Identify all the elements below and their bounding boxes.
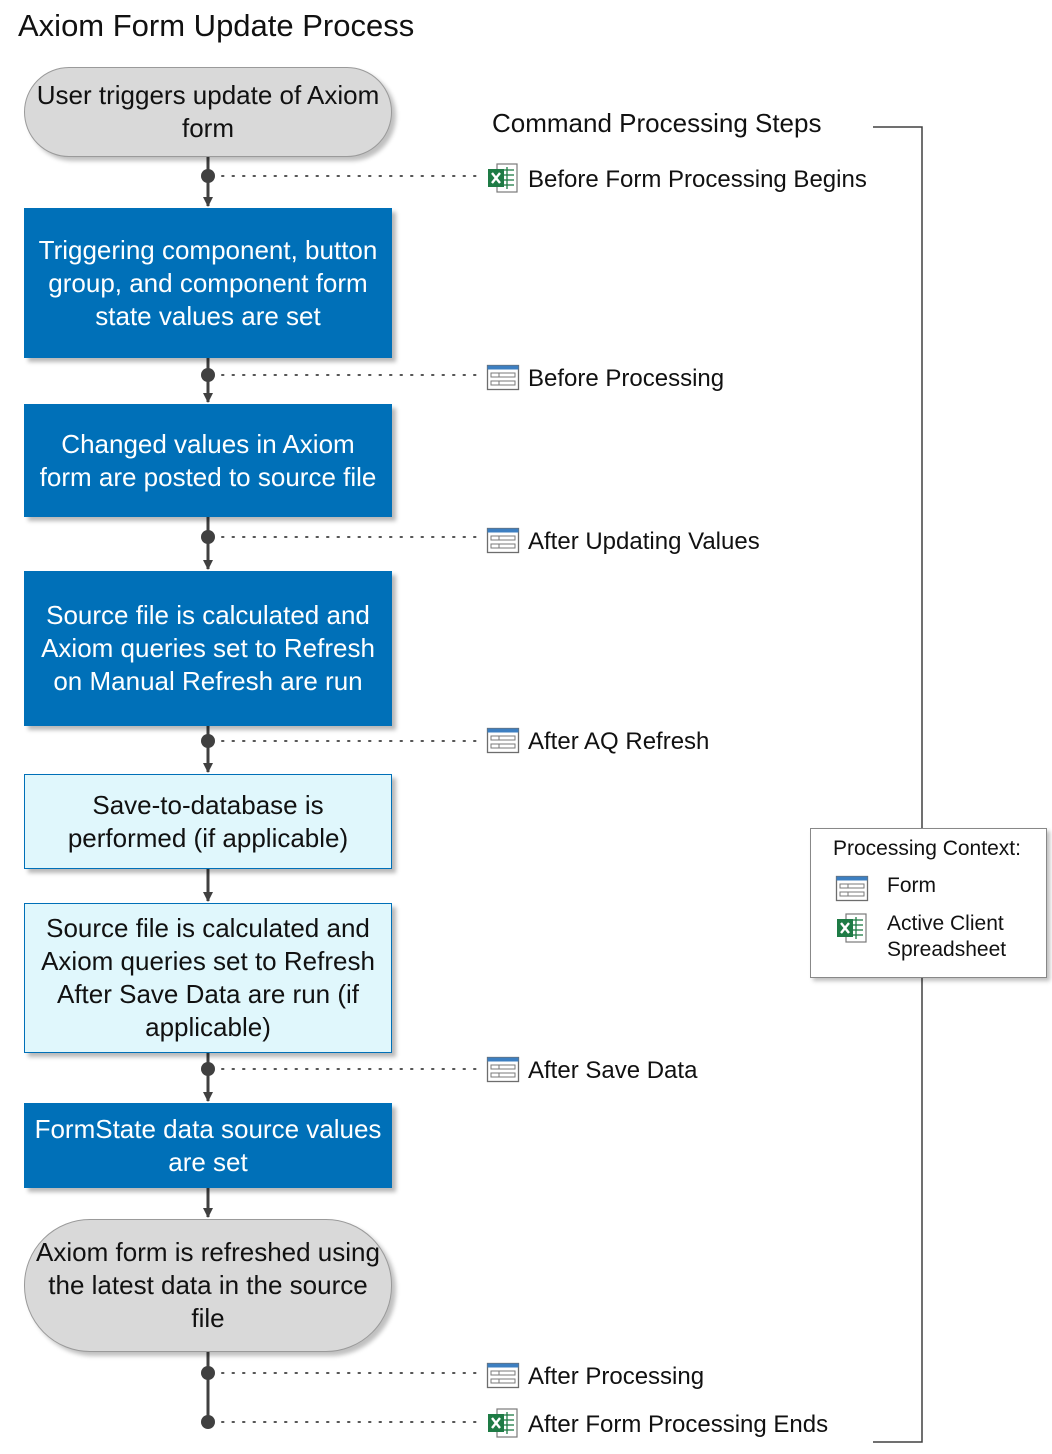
steps-bracket — [873, 126, 923, 1443]
step-before-processing: Before Processing — [486, 362, 724, 396]
flow-step-set-state-values: Triggering component, button group, and … — [24, 208, 392, 358]
step-after-save-data: After Save Data — [486, 1054, 697, 1088]
step-after-form-processing-ends: After Form Processing Ends — [486, 1406, 829, 1445]
diagram-title: Axiom Form Update Process — [18, 8, 415, 43]
legend-item-form: Form — [835, 873, 936, 908]
step-after-aq-refresh: After AQ Refresh — [486, 725, 709, 759]
excel-icon — [486, 161, 520, 200]
legend-item-label: Form — [887, 874, 936, 897]
step-label: Before Processing — [528, 365, 725, 392]
form-icon — [486, 725, 520, 760]
junction-dot — [201, 1366, 215, 1380]
excel-icon — [486, 1406, 520, 1445]
junction-dot — [201, 368, 215, 382]
form-icon — [486, 1360, 520, 1395]
flow-end-terminator: Axiom form is refreshed using the latest… — [24, 1219, 392, 1352]
step-label: After Updating Values — [528, 528, 760, 555]
step-after-updating-values: After Updating Values — [486, 525, 760, 559]
flow-step-post-values: Changed values in Axiom form are posted … — [24, 404, 392, 517]
flow-step-formstate-values: FormState data source values are set — [24, 1103, 392, 1188]
step-label: After Save Data — [528, 1057, 698, 1084]
form-icon — [486, 525, 520, 560]
form-icon — [486, 362, 520, 397]
flow-step-refresh-after-save: Source file is calculated and Axiom quer… — [24, 903, 392, 1053]
form-icon — [835, 873, 869, 908]
legend-item-label: Active Client Spreadsheet — [887, 912, 1007, 961]
processing-context-legend: Processing Context: Form Active Client S… — [810, 828, 1047, 978]
step-label: After Form Processing Ends — [528, 1411, 829, 1438]
flow-step-manual-refresh: Source file is calculated and Axiom quer… — [24, 571, 392, 726]
step-label: Before Form Processing Begins — [528, 166, 867, 193]
step-label: After AQ Refresh — [528, 728, 710, 755]
excel-icon — [835, 911, 869, 950]
form-icon — [486, 1054, 520, 1089]
legend-title: Processing Context: — [833, 837, 1021, 860]
flow-step-save-to-database: Save-to-database is performed (if applic… — [24, 774, 392, 869]
junction-dot — [201, 1062, 215, 1076]
command-steps-title: Command Processing Steps — [492, 108, 822, 138]
junction-dot — [201, 1415, 215, 1429]
step-after-processing: After Processing — [486, 1360, 704, 1394]
junction-dot — [201, 530, 215, 544]
step-before-form-processing-begins: Before Form Processing Begins — [486, 161, 867, 200]
junction-dot — [201, 734, 215, 748]
legend-item-active-client-spreadsheet: Active Client Spreadsheet — [835, 911, 1037, 963]
step-label: After Processing — [528, 1363, 705, 1390]
flow-start-terminator: User triggers update of Axiom form — [24, 67, 392, 157]
junction-dot — [201, 169, 215, 183]
